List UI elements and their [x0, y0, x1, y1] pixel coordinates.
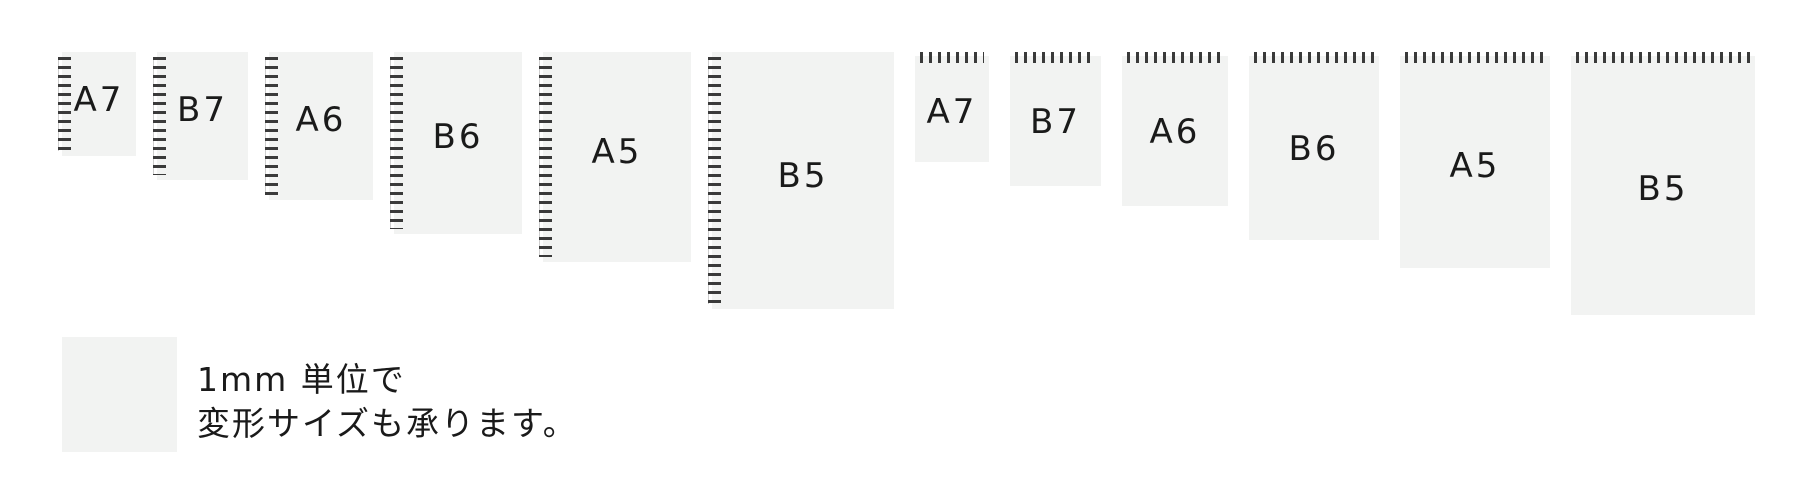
spiral-binding-top	[1576, 52, 1750, 63]
notebook-top-a7: A7	[915, 52, 989, 162]
spiral-binding-top	[1015, 52, 1096, 63]
size-label: B6	[432, 117, 484, 157]
note-line-2: 変形サイズも承ります。	[197, 404, 578, 443]
custom-size-note: 1mm 単位で 変形サイズも承ります。	[197, 358, 578, 446]
notebook-top-b6: B6	[1249, 52, 1379, 240]
spiral-binding-left	[539, 57, 552, 257]
size-label: B5	[1637, 169, 1689, 209]
size-label: B7	[177, 90, 228, 130]
size-label: A7	[73, 80, 125, 120]
notebook-side-a7: A7	[58, 52, 136, 156]
notebook-top-a6: A6	[1122, 52, 1228, 206]
notebook-side-a6: A6	[265, 52, 373, 200]
size-label: B5	[777, 156, 829, 196]
note-line-1: 1mm 単位で	[197, 360, 406, 399]
size-label: A5	[591, 132, 643, 172]
size-label: A7	[926, 92, 978, 132]
spiral-binding-left	[58, 57, 71, 151]
notebook-top-b5: B5	[1571, 52, 1755, 315]
notebook-side-b5: B5	[708, 52, 894, 309]
size-label: A6	[295, 100, 347, 140]
size-label: A5	[1449, 146, 1501, 186]
spiral-binding-left	[265, 57, 278, 195]
size-label: B6	[1288, 129, 1340, 169]
custom-size-swatch	[62, 337, 177, 452]
spiral-binding-top	[1127, 52, 1223, 63]
notebook-side-a5: A5	[539, 52, 691, 262]
spiral-binding-left	[390, 57, 403, 229]
spiral-binding-left	[708, 57, 721, 304]
notebook-top-a5: A5	[1400, 52, 1550, 268]
size-label: B7	[1030, 102, 1081, 142]
size-label: A6	[1149, 112, 1201, 152]
spiral-binding-left	[153, 57, 166, 175]
notebook-side-b6: B6	[390, 52, 522, 234]
spiral-binding-top	[1254, 52, 1374, 63]
spiral-binding-top	[1405, 52, 1545, 63]
spiral-binding-top	[920, 52, 984, 63]
notebook-top-b7: B7	[1010, 52, 1101, 186]
notebook-side-b7: B7	[153, 52, 248, 180]
